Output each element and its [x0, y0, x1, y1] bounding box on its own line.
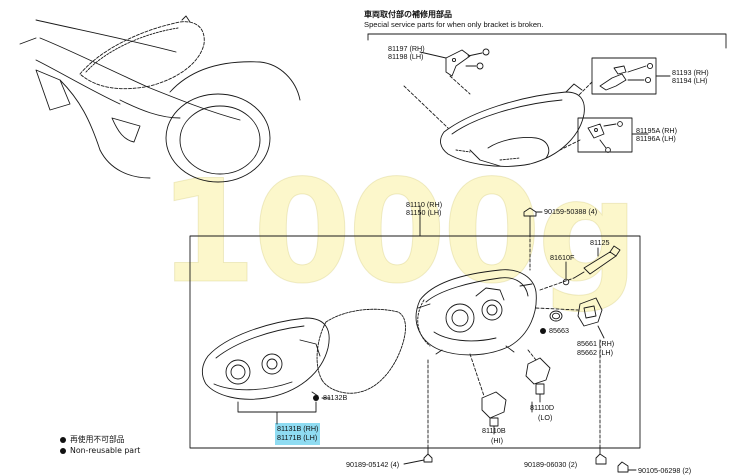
legend-en: Non-reusable part [60, 446, 140, 455]
label-81194: 81194 (LH) [672, 76, 708, 85]
part-81610f [562, 261, 570, 286]
seal-ring [549, 310, 563, 322]
bracket-lower [559, 117, 649, 153]
legend-jp: 再使用不可部品 [60, 434, 125, 445]
bulb-hi [469, 353, 507, 431]
screw-left [403, 359, 433, 465]
label-81110b: 81110B [482, 426, 506, 435]
label-85662: 85662 (LH) [577, 348, 613, 357]
label-81131b: 81131B (RH) [277, 424, 319, 433]
label-81610f: 81610F [550, 253, 575, 262]
watermark: 1000g [158, 150, 640, 316]
label-81195a: 81195A (RH) [636, 126, 678, 135]
screw-top [523, 207, 543, 271]
label-90159-50388: 90159-50388 (4) [544, 207, 598, 216]
label-hi: (HI) [491, 436, 503, 445]
non-reusable-markers [313, 328, 546, 401]
headlight-lens [201, 317, 330, 425]
part-highlight [275, 423, 320, 445]
assembly-frame [189, 217, 641, 449]
label-85661: 85661 (RH) [577, 339, 615, 348]
headlight-reference-top [403, 83, 585, 167]
bulb-lo [525, 349, 551, 403]
label-81196a: 81196A (LH) [636, 134, 676, 143]
headlight-housing [415, 269, 537, 356]
label-90189-05142: 90189-05142 (4) [346, 460, 400, 469]
bulb-socket [535, 297, 605, 339]
gasket-seal [316, 308, 406, 394]
bracket-right [577, 57, 671, 97]
label-90105-06298: 90105-06298 (2) [638, 466, 692, 475]
screw-mid [595, 339, 607, 465]
bracket-upper [419, 48, 490, 95]
label-81171b: 81171B (LH) [277, 433, 318, 442]
label-lo: (LO) [538, 413, 553, 422]
label-81197: 81197 (RH) [388, 44, 425, 53]
bracket-callout-frame [367, 33, 727, 49]
header-jp: 車両取付部の補修用部品 [364, 10, 452, 19]
header-en: Special service parts for when only brac… [364, 20, 544, 29]
label-81193: 81193 (RH) [672, 68, 709, 77]
label-81198: 81198 (LH) [388, 52, 424, 61]
label-81125: 81125 [590, 238, 610, 247]
screw-right [617, 461, 637, 473]
label-90189-06030: 90189-06030 (2) [524, 460, 578, 469]
label-81132b: 81132B [323, 393, 348, 402]
filled-circle-icon [60, 448, 66, 454]
vehicle-front-illustration [19, 15, 301, 183]
label-85663: 85663 [549, 326, 569, 335]
label-81150: 81150 (LH) [406, 208, 442, 217]
label-81110: 81110 (RH) [406, 200, 443, 209]
filled-circle-icon [60, 437, 66, 443]
label-81110d: 81110D [530, 403, 555, 412]
